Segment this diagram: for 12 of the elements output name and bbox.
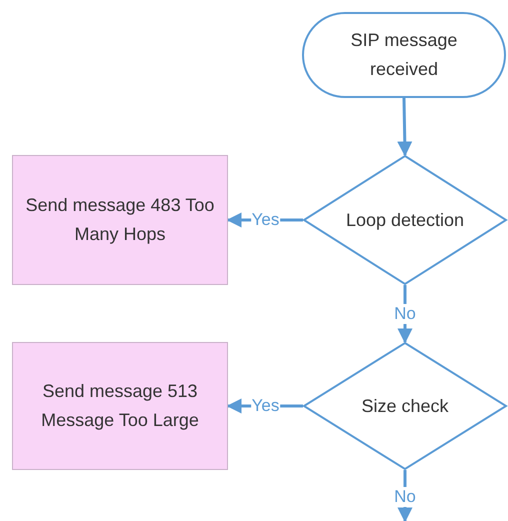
edge-label: No [393, 304, 417, 324]
node-text: SIP message received [350, 29, 458, 81]
decision-diamond [303, 342, 507, 470]
edge-label: No [393, 487, 417, 507]
process-box [12, 155, 228, 285]
node-text: Size check [361, 394, 449, 418]
arrow [397, 98, 412, 156]
node-text: Send message 483 Too Many Hops [25, 194, 215, 246]
node-text: Send message 513 Message Too Large [40, 380, 200, 432]
node-text: Loop detection [346, 208, 464, 232]
process-box [12, 342, 228, 470]
decision-diamond [303, 155, 507, 285]
